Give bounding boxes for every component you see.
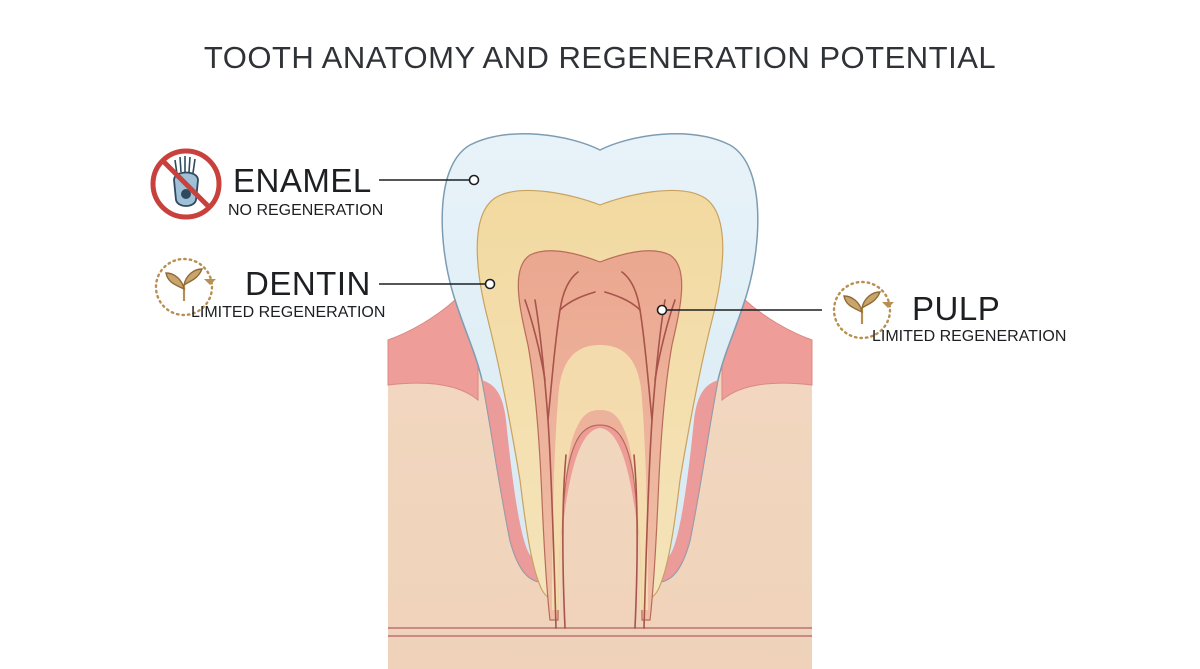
diagram-title: TOOTH ANATOMY AND REGENERATION POTENTIAL [203,40,997,75]
pointer-lines [379,174,822,316]
sprout-cycle-icon [154,257,216,317]
dentin-status: LIMITED REGENERATION [191,304,386,321]
dentin-label: DENTIN [245,265,371,302]
root-periodontal-band [482,380,718,583]
enamel-label: ENAMEL [233,162,372,199]
no-regeneration-icon [150,148,222,220]
pulp-status: LIMITED REGENERATION [872,328,1067,345]
pulp-vessels [524,271,676,629]
gum-tissue [387,295,813,402]
sprout-cycle-icon [832,280,894,340]
pulp-layer [517,250,683,621]
pulp-label: PULP [912,290,1001,327]
enamel-status: NO REGENERATION [228,202,384,219]
